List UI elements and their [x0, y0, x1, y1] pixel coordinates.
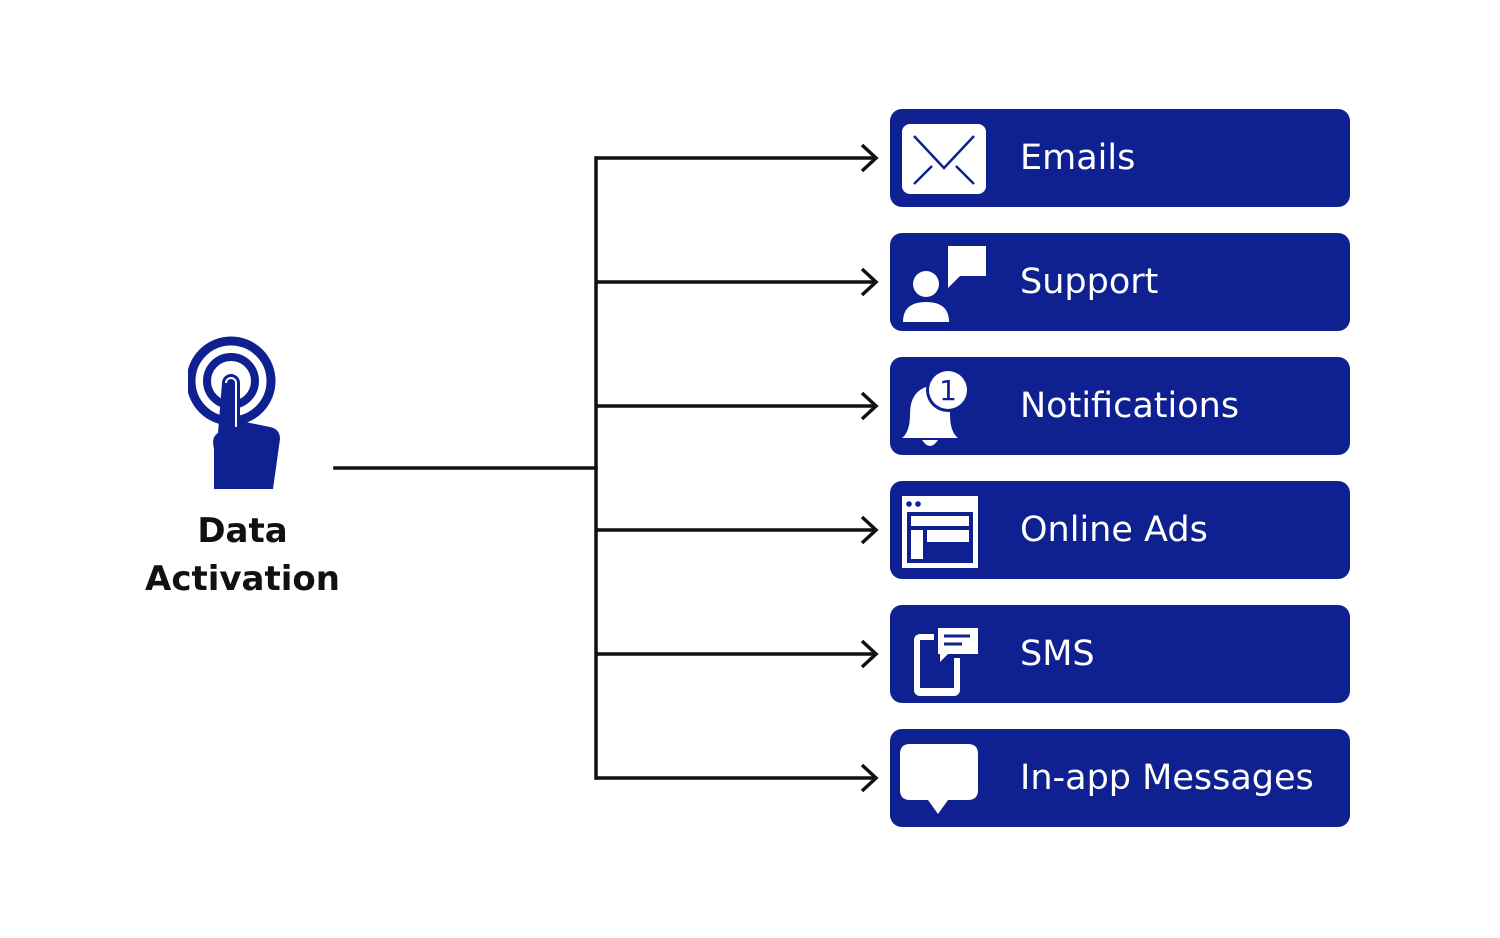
channel-sms: SMS [890, 605, 1350, 703]
channel-label: SMS [1020, 634, 1095, 674]
arrow-head-2 [860, 391, 879, 421]
arrow-head-4 [860, 639, 879, 669]
speech-bubble-icon [900, 744, 978, 814]
channel-label: Notifications [1020, 386, 1240, 426]
notification-badge: 1 [939, 374, 957, 407]
channel-label: Online Ads [1020, 510, 1208, 550]
channel-in-app-messages: In-app Messages [890, 729, 1350, 827]
arrow-head-0 [860, 143, 879, 173]
envelope-icon [902, 124, 986, 194]
source-label: Data Activation [130, 507, 355, 603]
channel-online-ads: Online Ads [890, 481, 1350, 579]
bell-notification-icon: 1 [902, 368, 970, 446]
phone-message-icon [914, 624, 982, 696]
channel-label: Emails [1020, 138, 1136, 178]
tap-finger-icon [187, 336, 280, 489]
source-label-line2: Activation [145, 559, 340, 599]
arrow-head-5 [860, 763, 879, 793]
data-activation-node: Data Activation [130, 335, 355, 603]
support-agent-icon [903, 246, 986, 322]
channel-notifications: 1 Notifications [890, 357, 1350, 455]
channel-label: In-app Messages [1020, 758, 1314, 798]
source-label-line1: Data [197, 511, 288, 551]
arrow-head-3 [860, 515, 879, 545]
arrow-head-1 [860, 267, 879, 297]
browser-window-icon [902, 496, 978, 568]
channel-label: Support [1020, 262, 1159, 302]
channel-emails: Emails [890, 109, 1350, 207]
channel-support: Support [890, 233, 1350, 331]
